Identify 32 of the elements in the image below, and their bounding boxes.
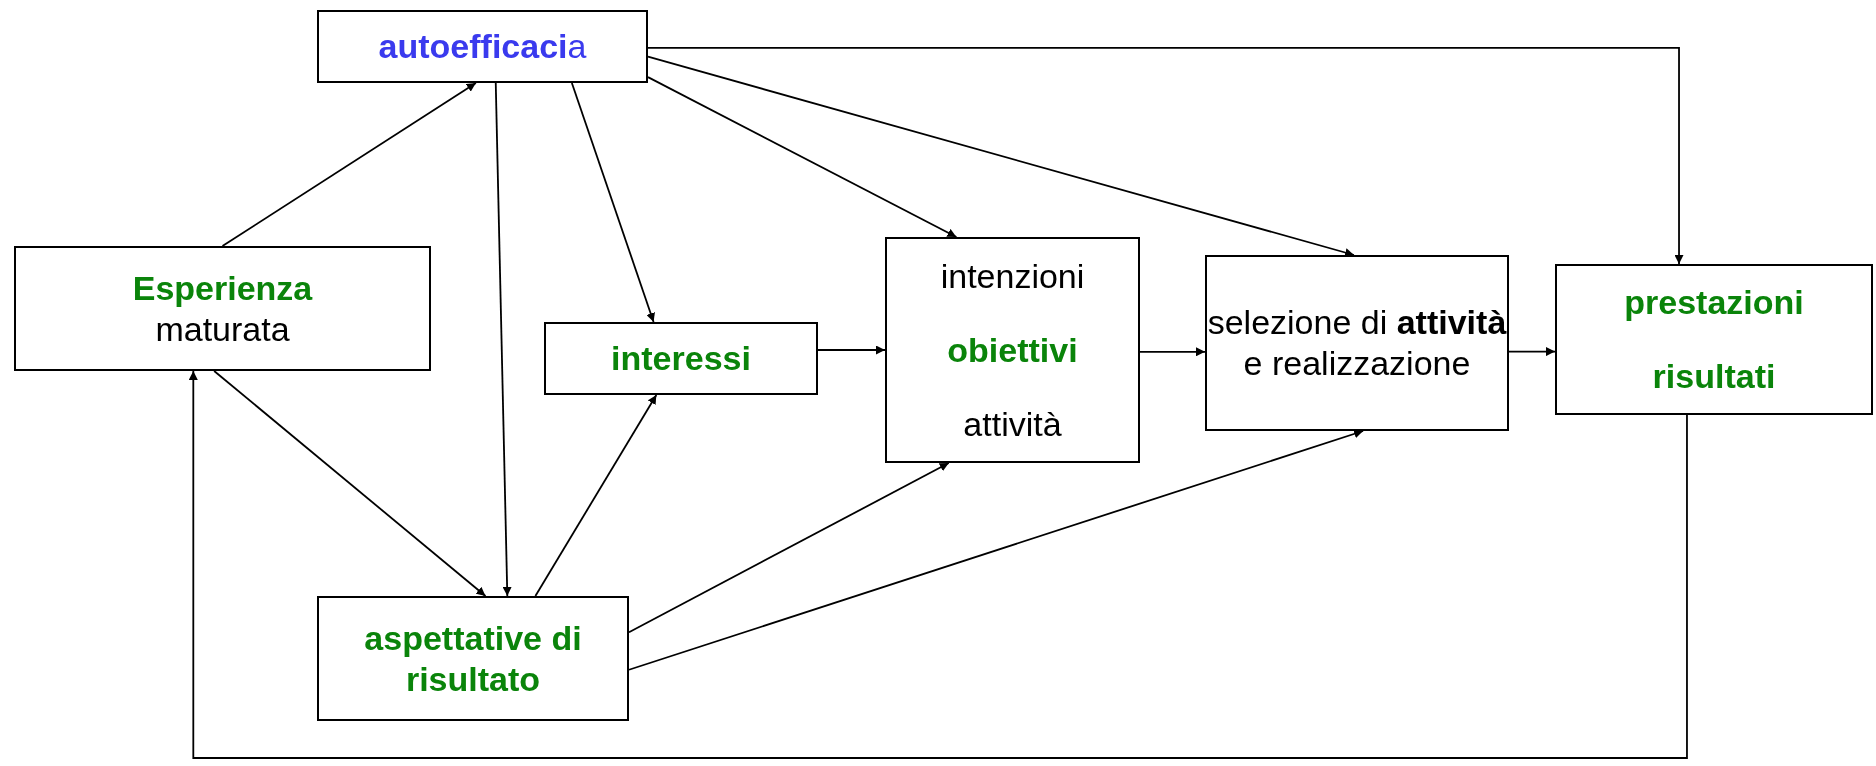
arrow (534, 394, 658, 597)
node-text: Esperienza (132, 267, 313, 309)
arrow (647, 55, 1355, 257)
node-text: risultati (1652, 355, 1776, 397)
concept-box (317, 596, 629, 721)
arrow (188, 370, 1688, 759)
node-text: intenzioni (940, 255, 1085, 297)
arrow (647, 47, 1684, 265)
node-text: autoefficacia (378, 26, 587, 67)
node-text: obiettivi (947, 329, 1078, 371)
node-text: interessi (611, 338, 751, 379)
concept-box (14, 246, 431, 371)
arrow (213, 370, 487, 597)
node-text: maturata (155, 308, 290, 350)
concept-box (544, 322, 818, 395)
arrow (647, 76, 958, 238)
arrow (494, 82, 512, 597)
arrow (1508, 347, 1556, 357)
concept-box (1205, 255, 1509, 431)
concept-box (885, 237, 1140, 463)
arrow (221, 82, 477, 247)
arrow (817, 345, 886, 355)
arrow (628, 462, 950, 634)
concept-box (317, 10, 648, 83)
node-text: attività (963, 403, 1062, 445)
arrow (1139, 347, 1206, 357)
node-text: prestazioni (1624, 282, 1804, 324)
node-text: selezione di attività e realizzazione (1207, 302, 1507, 384)
concept-box (1555, 264, 1873, 415)
arrow (628, 429, 1364, 671)
node-text: aspettative di risultato (363, 617, 583, 700)
arrow (570, 82, 655, 323)
